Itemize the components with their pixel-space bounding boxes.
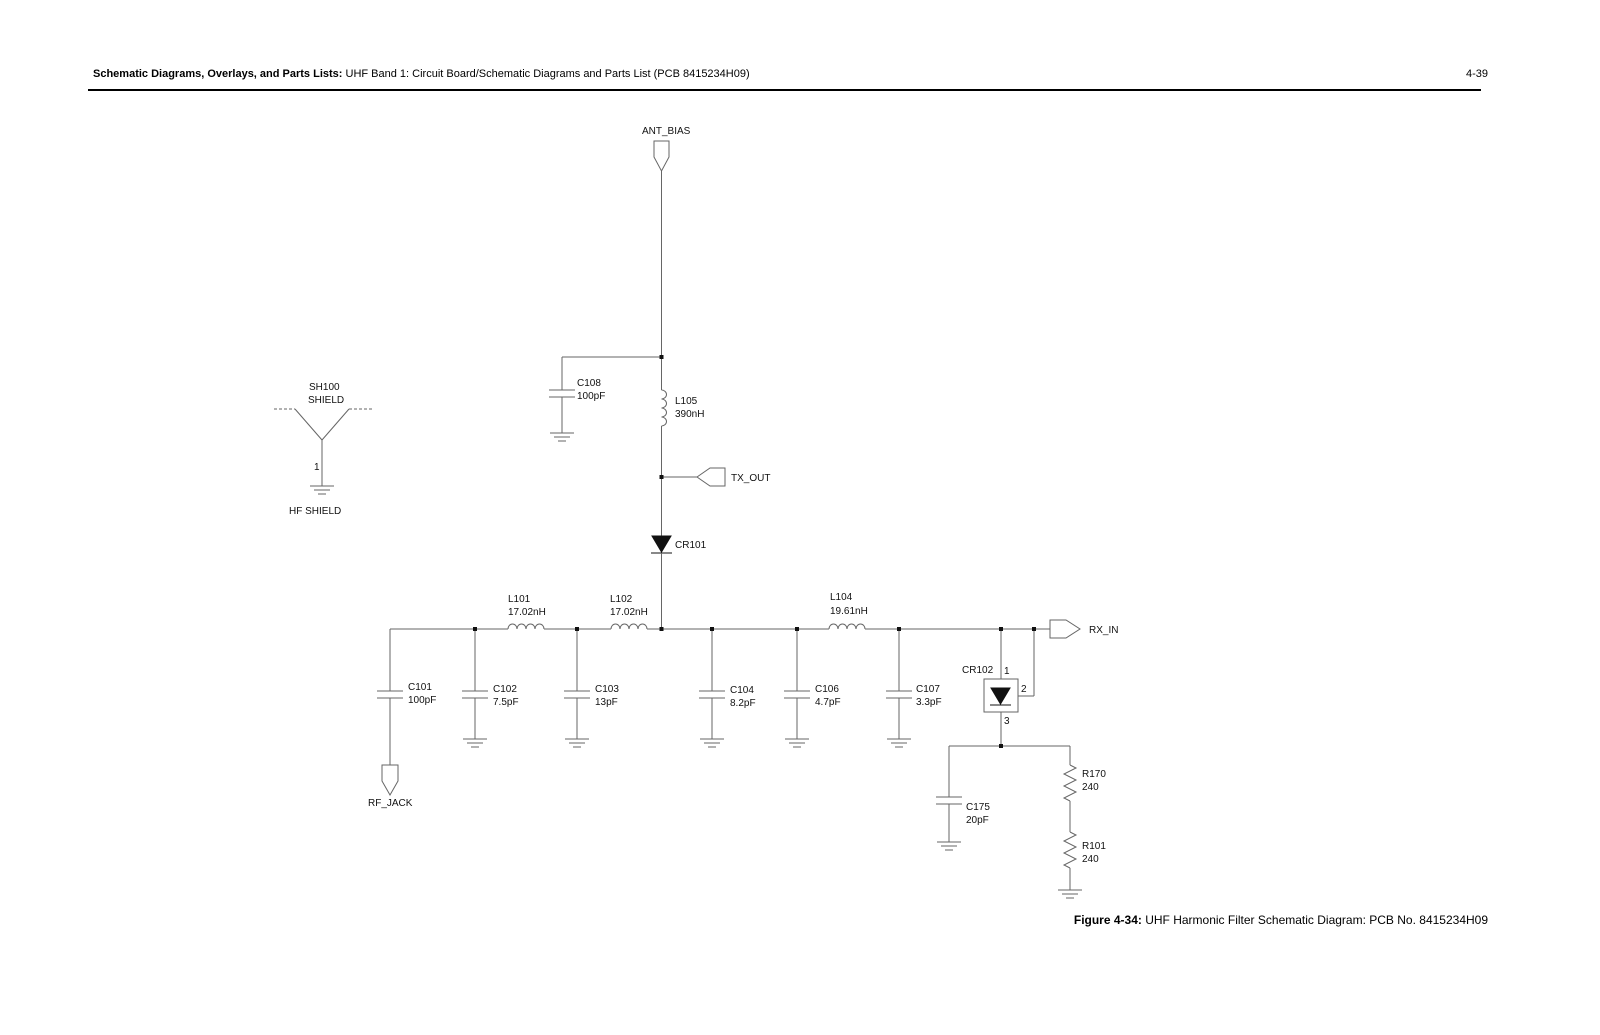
c107-ref: C107 bbox=[916, 684, 940, 695]
c175-ref: C175 bbox=[966, 802, 990, 813]
capacitor-c108 bbox=[549, 389, 575, 398]
header-section-subtitle: UHF Band 1: Circuit Board/Schematic Diag… bbox=[342, 68, 750, 80]
l102-ref: L102 bbox=[610, 594, 633, 605]
rx-in-label: RX_IN bbox=[1089, 625, 1118, 636]
l104-ref: L104 bbox=[830, 592, 853, 603]
capacitor-c107 bbox=[886, 690, 912, 699]
cr102-pin2: 2 bbox=[1021, 684, 1027, 695]
shield-label: HF SHIELD bbox=[289, 506, 341, 517]
resistor-r101 bbox=[1062, 831, 1078, 869]
ground-c106 bbox=[785, 738, 809, 748]
shield-pin: 1 bbox=[314, 462, 320, 473]
c103-value: 13pF bbox=[595, 697, 618, 708]
cr101-ref: CR101 bbox=[675, 540, 707, 551]
c102-value: 7.5pF bbox=[493, 697, 519, 708]
capacitor-c106 bbox=[784, 690, 810, 699]
rx-in-port bbox=[1049, 619, 1081, 639]
c103-ref: C103 bbox=[595, 684, 619, 695]
r170-ref: R170 bbox=[1082, 769, 1106, 780]
inductor-l104 bbox=[828, 623, 866, 630]
ground-c103 bbox=[565, 738, 589, 748]
rf-jack-port bbox=[381, 764, 399, 797]
c102-ref: C102 bbox=[493, 684, 517, 695]
c104-ref: C104 bbox=[730, 685, 754, 696]
l105-value: 390nH bbox=[675, 409, 704, 420]
r170-value: 240 bbox=[1082, 782, 1099, 793]
tx-out-label: TX_OUT bbox=[731, 473, 770, 484]
ant-bias-label: ANT_BIAS bbox=[642, 126, 691, 137]
shield-name: SHIELD bbox=[308, 395, 344, 406]
cr102-pin3: 3 bbox=[1004, 716, 1010, 727]
resistor-r170 bbox=[1062, 764, 1078, 802]
r101-value: 240 bbox=[1082, 854, 1099, 865]
c101-value: 100pF bbox=[408, 695, 436, 706]
shield-symbol bbox=[274, 408, 373, 495]
ground-c102 bbox=[463, 738, 487, 748]
page-number: 4-39 bbox=[1465, 68, 1488, 80]
figure-caption-text: UHF Harmonic Filter Schematic Diagram: P… bbox=[1141, 913, 1488, 927]
rf-jack-label: RF_JACK bbox=[368, 798, 413, 809]
cr102-ref: CR102 bbox=[962, 665, 994, 676]
capacitor-c102 bbox=[462, 690, 488, 699]
c106-value: 4.7pF bbox=[815, 697, 841, 708]
ground-c107 bbox=[887, 738, 911, 748]
ground-c104 bbox=[700, 738, 724, 748]
inductor-l102 bbox=[610, 623, 648, 630]
ant-bias-port bbox=[653, 140, 670, 173]
capacitor-c104 bbox=[699, 690, 725, 699]
ground-c175 bbox=[937, 841, 961, 851]
capacitor-c175 bbox=[936, 796, 962, 805]
c175-value: 20pF bbox=[966, 815, 989, 826]
capacitor-c103 bbox=[564, 690, 590, 699]
l104-value: 19.61nH bbox=[830, 606, 868, 617]
inductor-l101 bbox=[507, 623, 545, 630]
diode-cr101 bbox=[651, 535, 672, 554]
header-section-title: Schematic Diagrams, Overlays, and Parts … bbox=[93, 68, 343, 80]
l101-value: 17.02nH bbox=[508, 607, 546, 618]
l101-ref: L101 bbox=[508, 594, 531, 605]
l102-value: 17.02nH bbox=[610, 607, 648, 618]
page-header: Schematic Diagrams, Overlays, and Parts … bbox=[93, 68, 750, 80]
c104-value: 8.2pF bbox=[730, 698, 756, 709]
ground-c108 bbox=[550, 432, 574, 442]
c106-ref: C106 bbox=[815, 684, 839, 695]
junction-dots bbox=[473, 355, 1036, 748]
cr102-pin1: 1 bbox=[1004, 666, 1010, 677]
shield-ref: SH100 bbox=[309, 382, 340, 393]
l105-ref: L105 bbox=[675, 396, 698, 407]
c108-value: 100pF bbox=[577, 391, 605, 402]
ground-r101 bbox=[1058, 889, 1082, 899]
c107-value: 3.3pF bbox=[916, 697, 942, 708]
c108-ref: C108 bbox=[577, 378, 601, 389]
inductor-l105 bbox=[661, 389, 667, 427]
header-rule bbox=[88, 89, 1481, 91]
figure-caption-label: Figure 4-34: bbox=[1073, 913, 1142, 927]
capacitor-c101 bbox=[377, 690, 403, 699]
c101-ref: C101 bbox=[408, 682, 432, 693]
figure-caption: Figure 4-34: UHF Harmonic Filter Schemat… bbox=[1074, 913, 1488, 927]
r101-ref: R101 bbox=[1082, 841, 1106, 852]
tx-out-port bbox=[696, 467, 726, 487]
